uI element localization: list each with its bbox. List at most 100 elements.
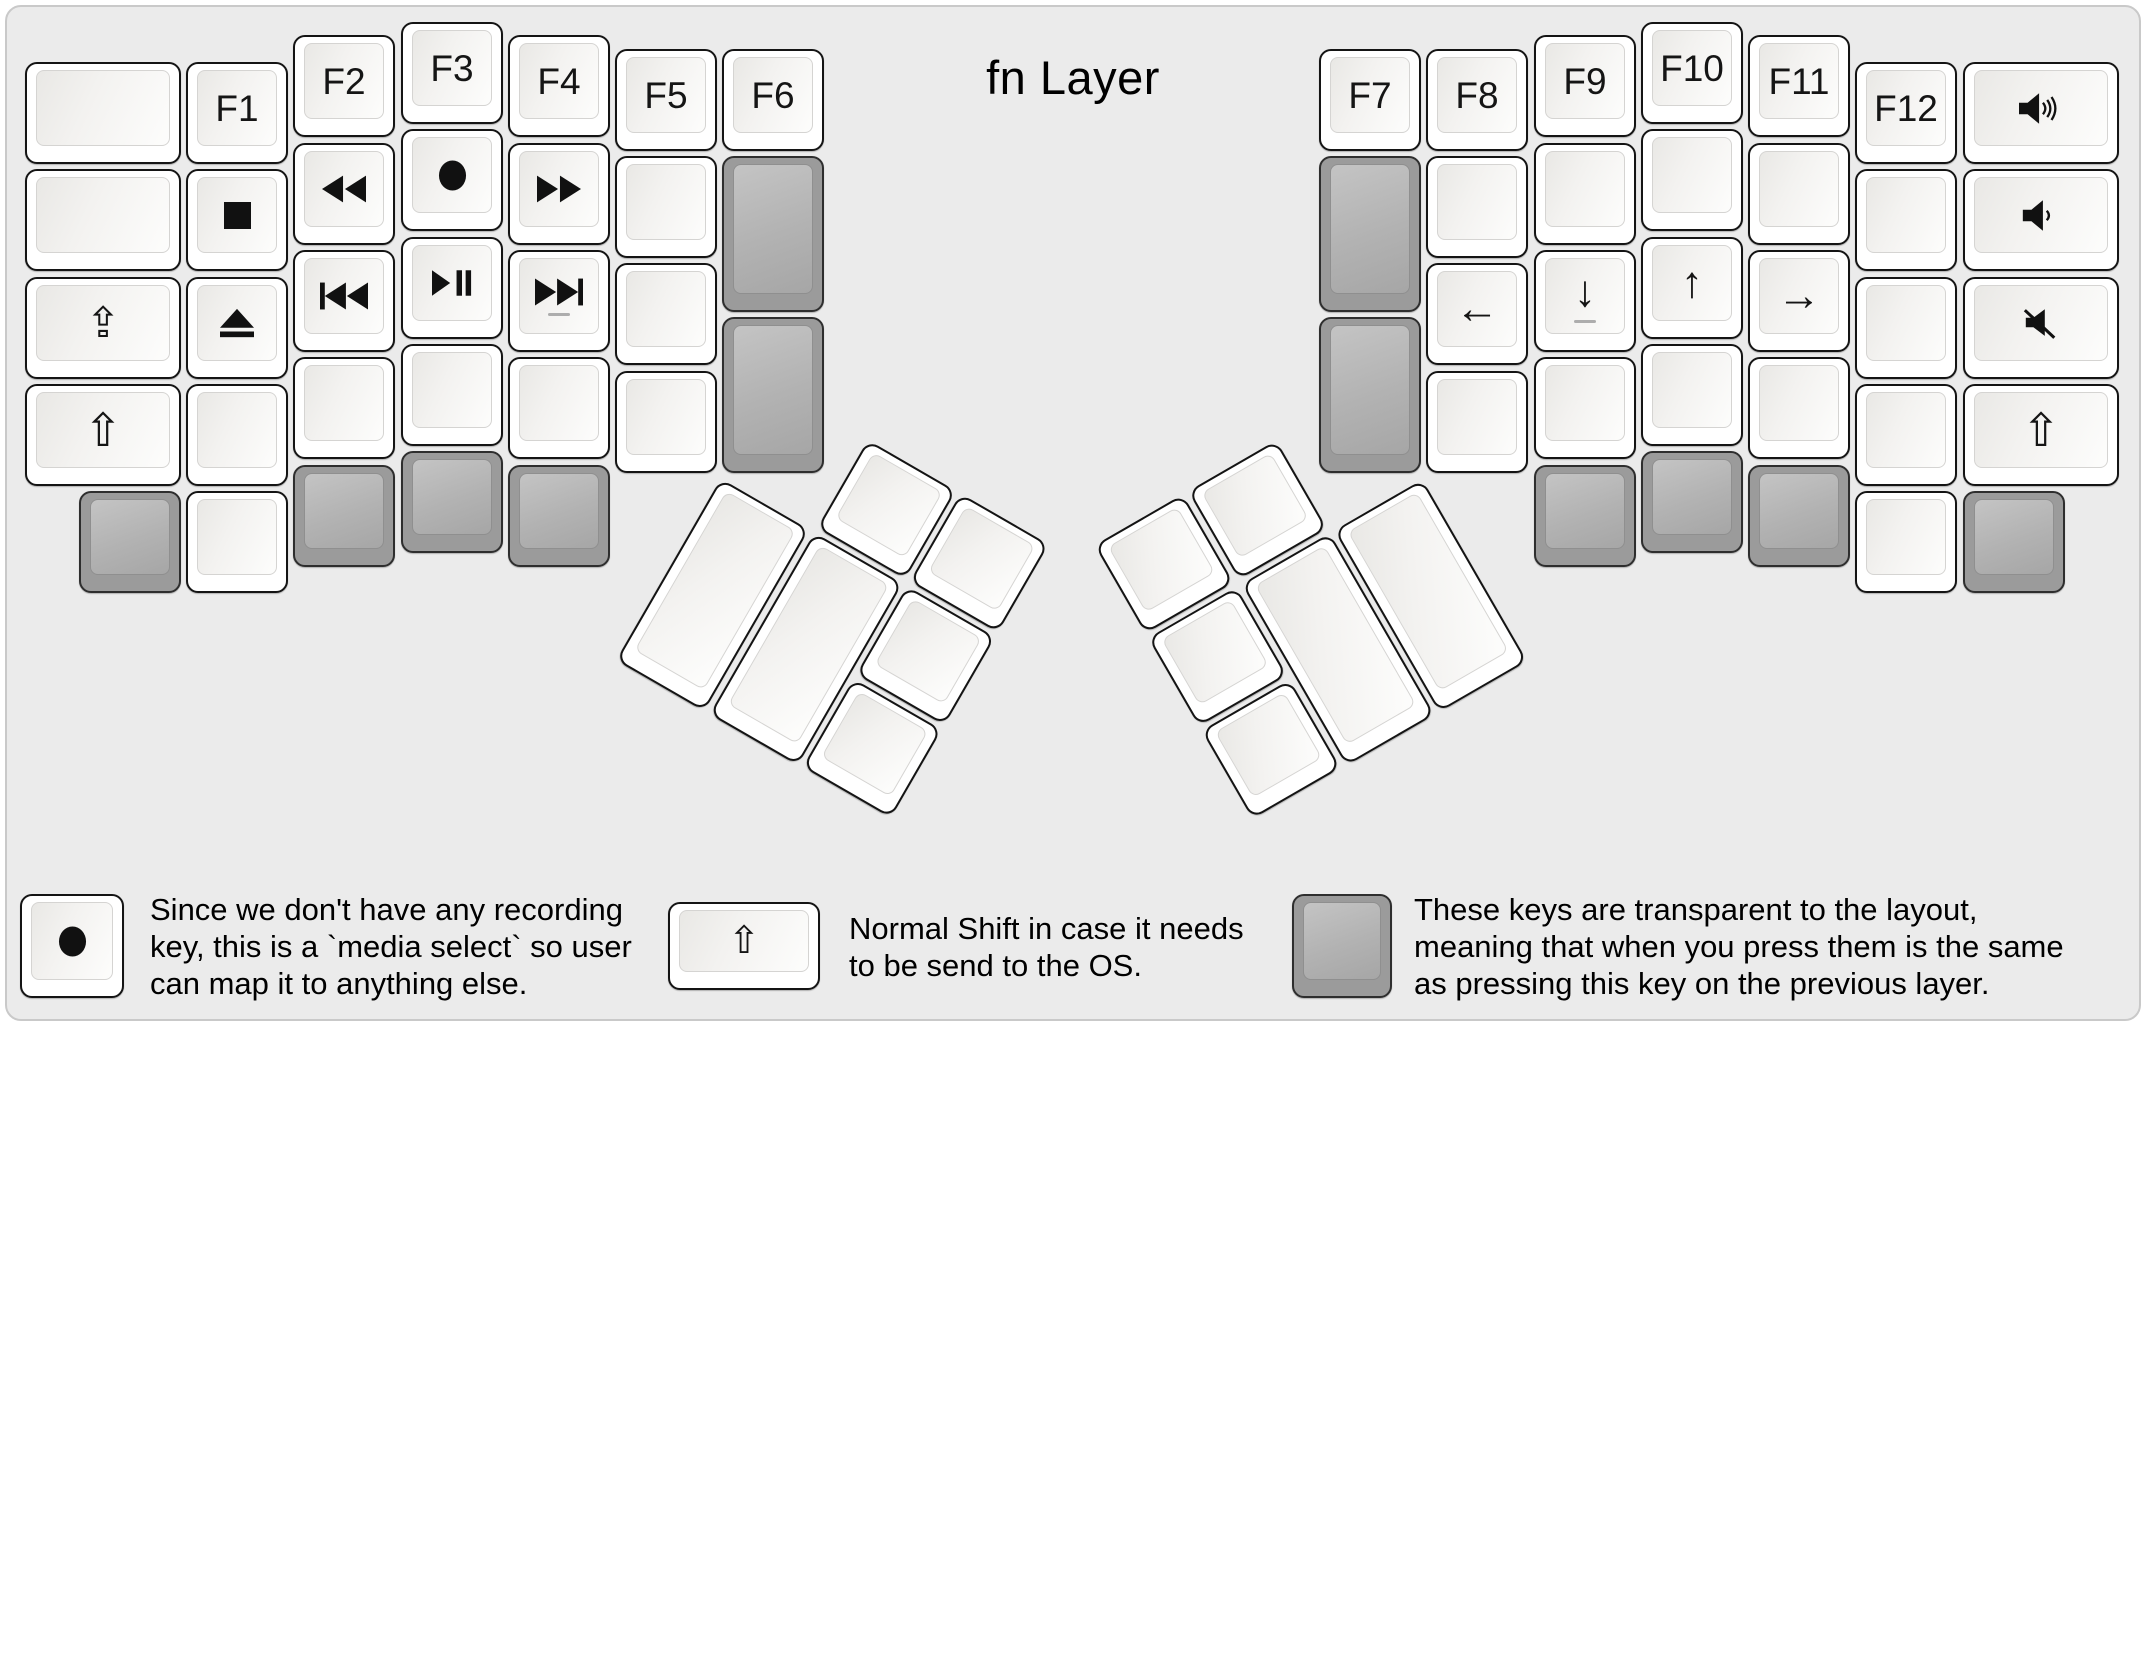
key-fast-forward: [508, 143, 610, 245]
rewind-icon: [322, 175, 366, 203]
key-volume-down: [1963, 169, 2119, 271]
legend-line: can map it to anything else.: [150, 966, 528, 1001]
key-blank: [615, 156, 717, 258]
key-f3: F3: [401, 22, 503, 124]
keycap: [1545, 473, 1625, 549]
legend-line: Normal Shift in case it needs: [849, 911, 1244, 946]
eject-icon: [220, 308, 254, 338]
key-label: F4: [537, 60, 581, 102]
legend-line: to be send to the OS.: [849, 948, 1142, 983]
key-blank: [1748, 357, 1850, 459]
keycap: ⇧: [1974, 392, 2108, 468]
key-f7: F7: [1319, 49, 1421, 151]
key-blank: [1855, 169, 1957, 271]
keycap: [36, 177, 170, 253]
keycap: F1: [197, 70, 277, 146]
keycap: [304, 258, 384, 334]
keycap: F4: [519, 43, 599, 119]
keycap: ↓: [1545, 258, 1625, 334]
keycap: [1437, 164, 1517, 240]
key-blank: [508, 357, 610, 459]
keycap: [90, 499, 170, 575]
keycap: [519, 365, 599, 441]
key-label: F11: [1768, 60, 1830, 102]
homing-bar: [1574, 319, 1596, 323]
keycap: [1974, 177, 2108, 253]
keycap: [1974, 70, 2108, 146]
keycap: →: [1759, 258, 1839, 334]
legend-line: Since we don't have any recording: [150, 892, 623, 927]
key-arrow-left: ←: [1426, 263, 1528, 365]
key-transparent: [1319, 317, 1421, 473]
fast-forward-icon: [537, 175, 581, 203]
key-rewind: [293, 143, 395, 245]
key-f4: F4: [508, 35, 610, 137]
key-f8: F8: [1426, 49, 1528, 151]
keycap: F5: [626, 57, 706, 133]
key-f5: F5: [615, 49, 717, 151]
keycap: [1974, 285, 2108, 361]
key-caps-lock: ⇪: [25, 277, 181, 379]
key-label: →: [1777, 271, 1821, 320]
key-label: ⇪: [85, 299, 121, 346]
keycap: [1759, 365, 1839, 441]
key-label: F5: [644, 74, 688, 116]
key-label: ⇧: [83, 404, 123, 456]
key-label: F1: [215, 87, 259, 129]
key-label: ↓: [1574, 266, 1596, 316]
key-shift-right: ⇧: [1963, 384, 2119, 486]
key-arrow-right: →: [1748, 250, 1850, 352]
keycap: [412, 352, 492, 428]
keycap: [1545, 365, 1625, 441]
legend-line: as pressing this key on the previous lay…: [1414, 966, 1990, 1001]
keycap: [1303, 902, 1381, 980]
keycap: ⇧: [36, 392, 170, 468]
keycap: [1652, 459, 1732, 535]
volume-down-icon: [2019, 199, 2063, 231]
keycap: [1759, 151, 1839, 227]
key-mute: [1963, 277, 2119, 379]
keycap: F10: [1652, 30, 1732, 106]
keycap: ↑: [1652, 245, 1732, 321]
keycap: [519, 473, 599, 549]
key-f1: F1: [186, 62, 288, 164]
key-blank: [1534, 357, 1636, 459]
key-transparent: [508, 465, 610, 567]
keycap: [304, 151, 384, 227]
key-f9: F9: [1534, 35, 1636, 137]
key-transparent: [1319, 156, 1421, 312]
key-label: F2: [322, 60, 366, 102]
key-record: [401, 129, 503, 231]
key-label: F10: [1660, 47, 1724, 89]
legend-transparent-text: These keys are transparent to the layout…: [1414, 891, 2064, 1002]
key-label: F6: [751, 74, 795, 116]
key-blank: [1855, 384, 1957, 486]
key-transparent: [293, 465, 395, 567]
key-f10: F10: [1641, 22, 1743, 124]
keycap: [197, 499, 277, 575]
mute-icon: [2022, 307, 2060, 340]
keycap: [197, 177, 277, 253]
key-blank: [25, 169, 181, 271]
key-transparent: [1963, 491, 2065, 593]
key-label: ↑: [1681, 258, 1703, 307]
keycap: ⇪: [36, 285, 170, 361]
keycap: [412, 459, 492, 535]
key-label: ⇧: [728, 920, 760, 962]
keycap: F7: [1330, 57, 1410, 133]
keycap: [1974, 499, 2054, 575]
keycap: ←: [1437, 271, 1517, 347]
key-transparent: [79, 491, 181, 593]
page-title: fn Layer: [986, 51, 1160, 104]
keycap: [1866, 499, 1946, 575]
key-eject: [186, 277, 288, 379]
keycap: [1437, 379, 1517, 455]
key-blank: [615, 371, 717, 473]
key-blank: [186, 491, 288, 593]
legend-shift-key: ⇧: [668, 902, 820, 990]
record-icon: [438, 160, 467, 191]
keycap: [1866, 285, 1946, 361]
volume-up-icon: [2019, 92, 2063, 124]
keycap: [1107, 506, 1216, 613]
keycap: F12: [1866, 70, 1946, 146]
